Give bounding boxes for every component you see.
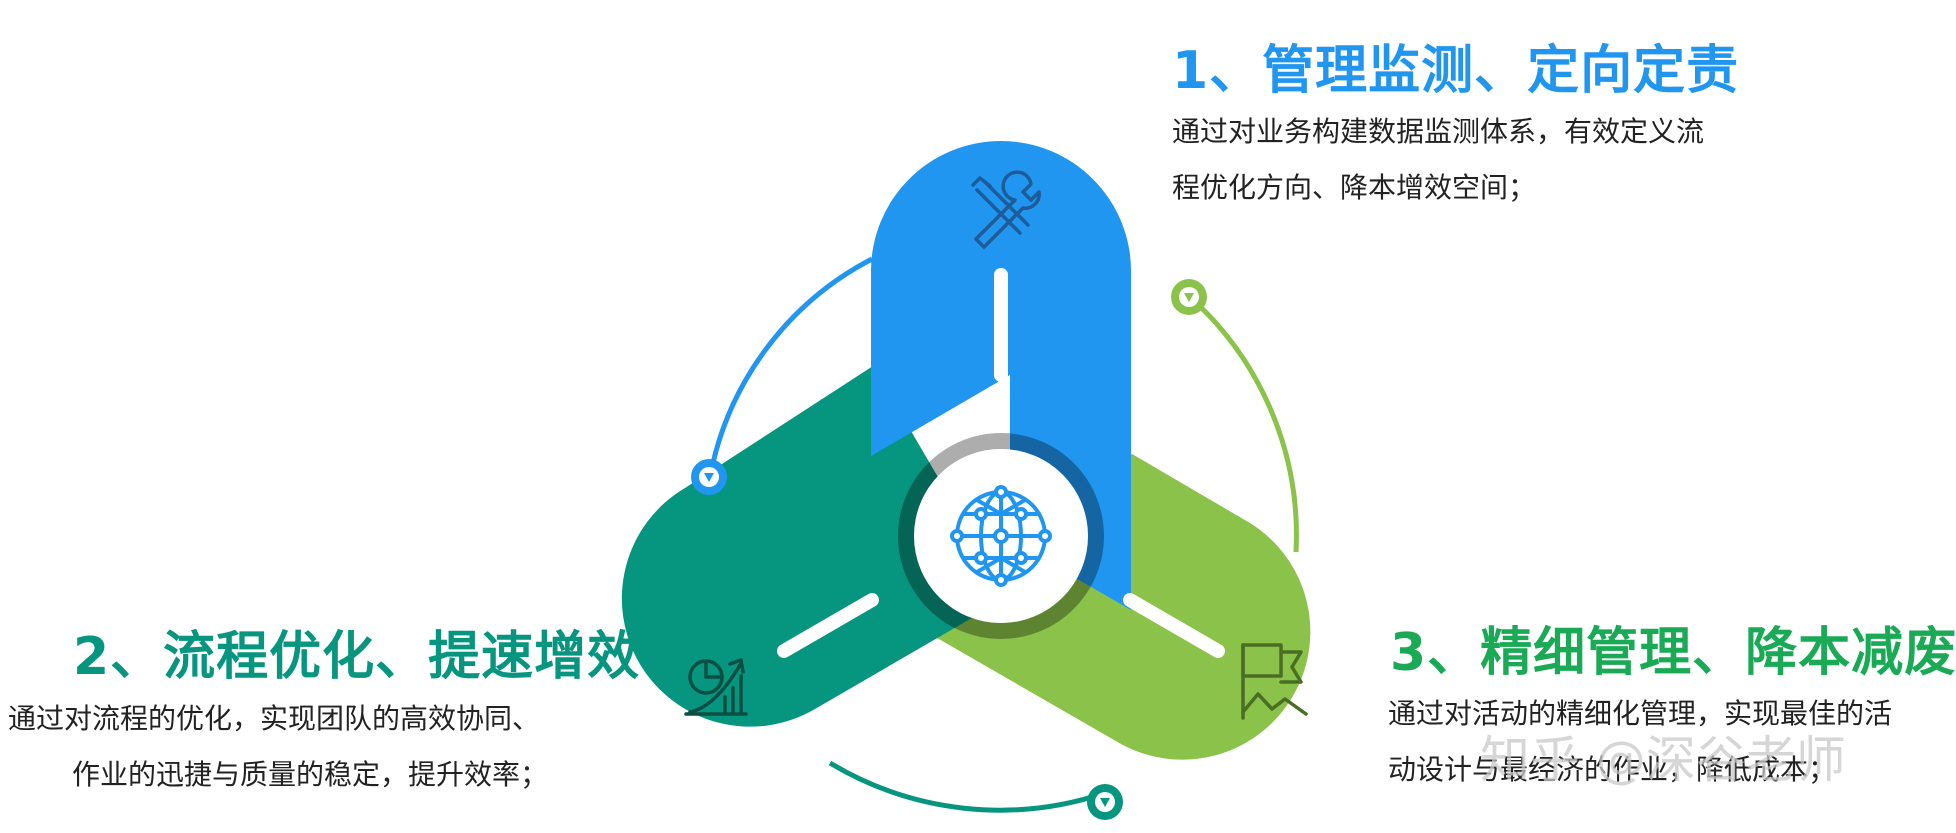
marker-teal bbox=[1087, 784, 1123, 820]
connector-arc-teal bbox=[828, 760, 1106, 813]
center-ring bbox=[898, 433, 1104, 639]
item-3-line-1: 通过对活动的精细化管理，实现最佳的活 bbox=[1388, 697, 1893, 730]
chart-growth-icon bbox=[684, 658, 748, 716]
slot-bar-green bbox=[1123, 593, 1225, 658]
item-2-line-2: 作业的迅捷与质量的稳定，提升效率； bbox=[72, 758, 549, 791]
item-3-title: 3、精细管理、降本减废 bbox=[1390, 623, 1956, 683]
item-1-line-1: 通过对业务构建数据监测体系，有效定义流 bbox=[1172, 115, 1705, 148]
item-2-title: 2、流程优化、提速增效 bbox=[73, 627, 641, 687]
watermark: 知乎 @深谷老师 bbox=[1480, 731, 1846, 789]
petal-teal bbox=[621, 366, 1008, 727]
tools-icon bbox=[971, 170, 1041, 249]
flag-icon bbox=[1241, 643, 1308, 720]
item-1-line-2: 程优化方向、降本增效空间； bbox=[1172, 171, 1537, 204]
marker-blue bbox=[691, 459, 727, 495]
connector-arc-green bbox=[1188, 295, 1299, 553]
item-3-line-2: 动设计与最经济的作业，降低成本； bbox=[1388, 753, 1837, 786]
slot-bar-teal bbox=[777, 593, 879, 658]
petal-green bbox=[866, 454, 1311, 760]
globe-network-icon bbox=[950, 485, 1052, 587]
item-2-line-1: 通过对流程的优化，实现团队的高效协同、 bbox=[8, 702, 541, 735]
connector-arc-blue bbox=[707, 256, 874, 478]
item-1-title: 1、管理监测、定向定责 bbox=[1172, 41, 1740, 101]
marker-green bbox=[1171, 279, 1207, 315]
